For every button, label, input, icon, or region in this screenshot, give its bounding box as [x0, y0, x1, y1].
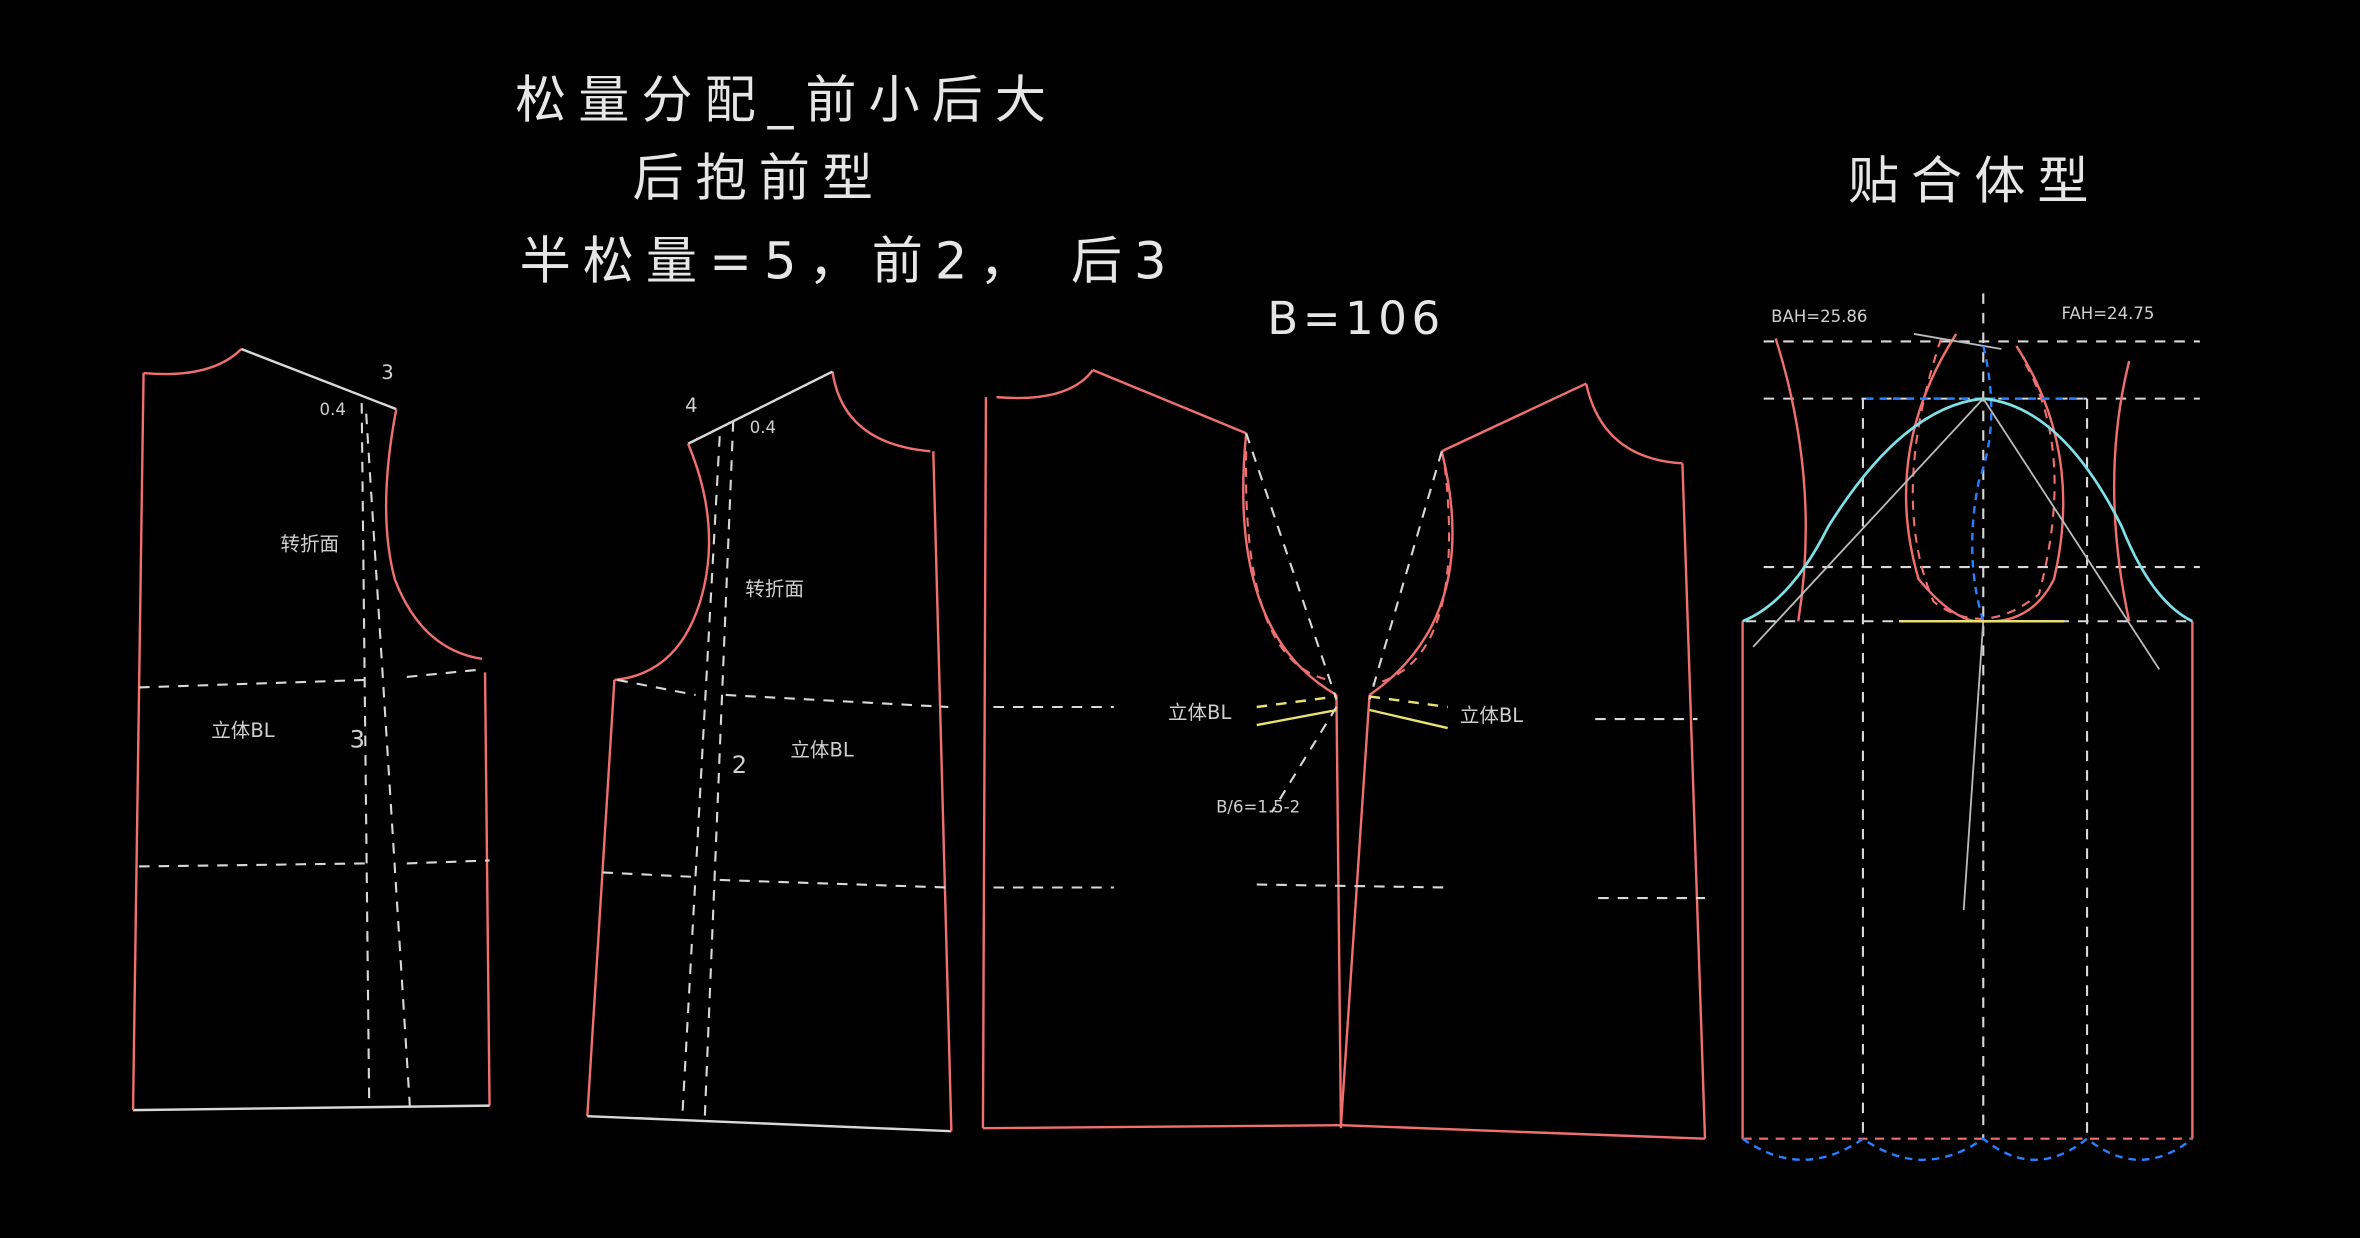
- front-bl-label: 立体BL: [790, 739, 854, 762]
- back-fold-label: 转折面: [280, 533, 339, 556]
- front-bodice-piece: 4 0.4 转折面 立体BL 2: [586, 370, 953, 1133]
- back-shoulder-offset: 0.4: [320, 400, 346, 419]
- combined-bl-left: 立体BL: [1168, 701, 1232, 724]
- front-fold-label: 转折面: [745, 578, 804, 601]
- title-fit-type: 贴合体型: [1848, 153, 2101, 212]
- dart-formula: B/6=1.5-2: [1216, 797, 1300, 816]
- front-shoulder-mark: 4: [685, 394, 697, 417]
- back-armhole-length: BAH=25.86: [1771, 307, 1867, 326]
- combined-bl-right: 立体BL: [1460, 704, 1524, 727]
- back-shoulder-mark: 3: [381, 361, 393, 384]
- title-ease-values: 半松量=5，前2， 后3: [520, 232, 1179, 291]
- back-bl-label: 立体BL: [211, 719, 275, 742]
- armhole-fit-diagram: BAH=25.86 FAH=24.75: [1741, 293, 2200, 1161]
- back-side-mark: 3: [350, 726, 365, 754]
- front-shoulder-offset: 0.4: [750, 418, 776, 437]
- title-body-type: 后抱前型: [632, 150, 885, 209]
- title-bust: B=106: [1267, 292, 1444, 345]
- combined-bodice: 立体BL 立体BL B/6=1.5-2: [981, 368, 1707, 1140]
- title-ease-distribution: 松量分配_前小后大: [515, 71, 1058, 130]
- front-armhole-length: FAH=24.75: [2061, 304, 2154, 323]
- back-bodice-piece: 3 0.4 转折面 立体BL 3: [131, 347, 491, 1112]
- front-side-mark: 2: [732, 751, 747, 779]
